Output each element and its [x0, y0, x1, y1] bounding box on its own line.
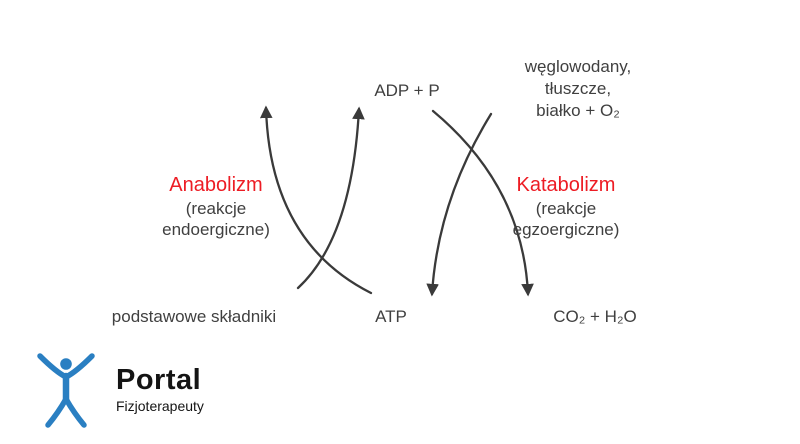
catabolism-title: Katabolizm [516, 174, 616, 196]
catabolism-subtitle: (reakcje egzoergiczne) [513, 198, 620, 240]
logo-tagline: Fizjoterapeuty [116, 398, 204, 414]
anabolism-up-arrow-left [259, 105, 373, 295]
catabolism-subtitle-line-1: (reakcje [535, 199, 597, 218]
anabolism-up-arrow-right [296, 106, 365, 290]
adp-p-label: ADP + P [374, 81, 440, 100]
logo-name: Portal [116, 364, 202, 396]
substrates-line-2: tłuszcze, [544, 79, 612, 98]
substrates-label: węglowodany, tłuszcze, białko + O₂ [525, 56, 631, 122]
basic-components-label: podstawowe składniki [111, 307, 277, 326]
anabolism-subtitle-line-2: endoergiczne) [162, 220, 270, 239]
logo-text: Portal Fizjoterapeuty [116, 364, 204, 415]
anabolism-title: Anabolizm [169, 174, 263, 196]
portal-fizjoterapeuty-logo: Portal Fizjoterapeuty [26, 352, 204, 432]
anabolism-subtitle-line-1: (reakcje [185, 199, 247, 218]
substrates-line-3: białko + O₂ [536, 101, 620, 120]
anabolism-subtitle: (reakcje endoergiczne) [162, 198, 270, 240]
atp-label: ATP [375, 307, 407, 326]
substrates-line-1: węglowodany, [524, 57, 632, 76]
catabolism-down-arrow-left [426, 112, 493, 297]
co2-h2o-label: CO₂ + H₂O [553, 307, 637, 326]
catabolism-subtitle-line-2: egzoergiczne) [512, 220, 620, 239]
cheering-person-icon [37, 353, 95, 428]
